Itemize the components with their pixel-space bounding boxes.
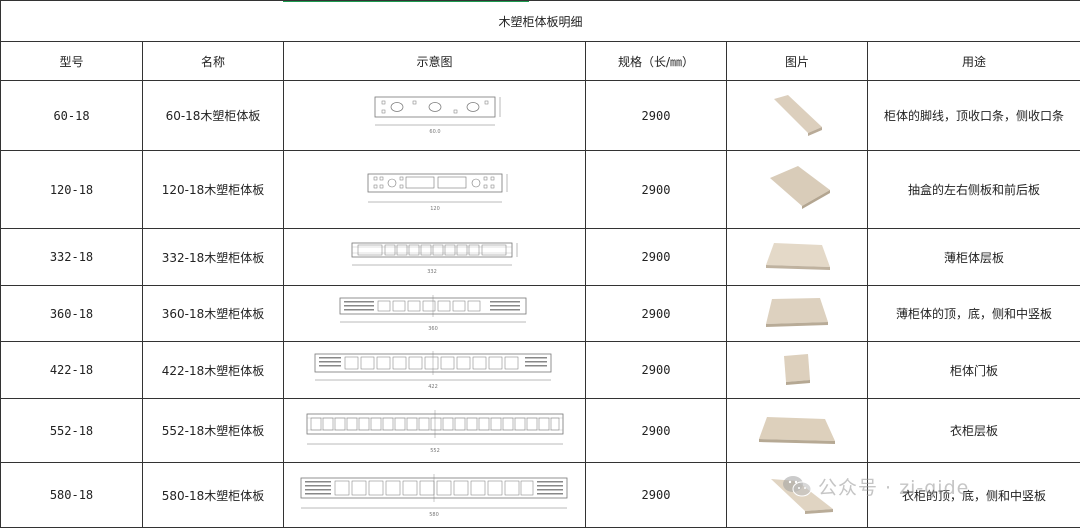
header-name: 名称 (142, 41, 284, 81)
photo-cell (726, 462, 868, 528)
usage-cell: 衣柜层板 (866, 398, 1080, 463)
profile-drawing: 422 (314, 351, 551, 390)
model-cell: 60-18 (0, 80, 143, 151)
model-cell: 332-18 (0, 228, 143, 286)
diagram-cell: 360 (283, 285, 586, 342)
usage-cell: 柜体的脚线，顶收口条，侧收口条 (866, 80, 1080, 151)
dimension-label: 120 (430, 206, 440, 212)
table-row: 422-18 422-18木塑柜体板 422 (0, 341, 1080, 399)
profile-drawing: 580 (300, 474, 567, 518)
usage-cell: 柜体门板 (866, 341, 1080, 399)
board-photo (766, 297, 828, 327)
model-cell: 422-18 (0, 341, 143, 399)
name-cell: 332-18木塑柜体板 (142, 228, 284, 286)
name-cell: 60-18木塑柜体板 (142, 80, 284, 151)
dimension-label: 360 (428, 326, 438, 332)
spec-cell: 2900 (585, 398, 727, 463)
dimension-label: 422 (428, 384, 438, 390)
table-row: 552-18 552-18木塑柜体板 (0, 398, 1080, 463)
table-row: 360-18 360-18木塑柜体板 360 2900 (0, 285, 1080, 342)
profile-drawing: 60.0 (374, 96, 500, 135)
table-row: 60-18 60-18木塑柜体板 60.0 2900 (0, 80, 1080, 151)
spec-cell: 2900 (585, 80, 727, 151)
board-photo (766, 243, 830, 270)
model-cell: 580-18 (0, 462, 143, 528)
name-cell: 120-18木塑柜体板 (142, 150, 284, 229)
board-photo (774, 94, 822, 136)
table-title: 木塑柜体板明细 (0, 0, 1080, 42)
diagram-cell: 422 (283, 341, 586, 399)
diagram-cell: 552 (283, 398, 586, 463)
spec-cell: 2900 (585, 228, 727, 286)
diagram-cell: 120 (283, 150, 586, 229)
header-model: 型号 (0, 41, 143, 81)
diagram-cell: 580 (283, 462, 586, 528)
usage-cell: 衣柜的顶，底，侧和中竖板 (866, 462, 1080, 528)
diagram-cell: 60.0 (283, 80, 586, 151)
usage-cell: 薄柜体的顶，底，侧和中竖板 (866, 285, 1080, 342)
board-photo (784, 354, 810, 385)
dimension-label: 60.0 (429, 129, 440, 135)
photo-cell (726, 80, 868, 151)
usage-cell: 薄柜体层板 (866, 228, 1080, 286)
model-cell: 360-18 (0, 285, 143, 342)
table-row: 580-18 580-18木塑柜体板 580 (0, 462, 1080, 528)
name-cell: 552-18木塑柜体板 (142, 398, 284, 463)
photo-cell (726, 398, 868, 463)
header-usage: 用途 (866, 41, 1080, 81)
photo-cell (726, 341, 868, 399)
usage-cell: 抽盒的左右侧板和前后板 (866, 150, 1080, 229)
model-cell: 552-18 (0, 398, 143, 463)
table-row: 332-18 332-18木塑柜体板 332 2900 (0, 228, 1080, 286)
header-diagram: 示意图 (283, 41, 586, 81)
dimension-label: 332 (427, 269, 437, 275)
board-photo (771, 479, 833, 514)
header-spec: 规格（长/㎜） (585, 41, 727, 81)
dimension-label: 552 (430, 448, 440, 454)
photo-cell (726, 285, 868, 342)
diagram-cell: 332 (283, 228, 586, 286)
board-photo (770, 165, 830, 209)
spec-cell: 2900 (585, 341, 727, 399)
profile-drawing: 120 (367, 173, 507, 212)
spec-cell: 2900 (585, 285, 727, 342)
dimension-label: 580 (429, 512, 439, 518)
header-row: 型号 名称 示意图 规格（长/㎜） 图片 用途 (0, 41, 1080, 81)
table-row: 120-18 120-18木塑柜体板 120 (0, 150, 1080, 229)
profile-drawing: 360 (339, 294, 526, 332)
profile-drawing: 332 (351, 242, 517, 275)
spec-cell: 2900 (585, 462, 727, 528)
model-cell: 120-18 (0, 150, 143, 229)
profile-drawing: 552 (306, 409, 563, 454)
board-photo (759, 416, 835, 444)
header-photo: 图片 (726, 41, 868, 81)
photo-cell (726, 150, 868, 229)
name-cell: 580-18木塑柜体板 (142, 462, 284, 528)
photo-cell (726, 228, 868, 286)
name-cell: 360-18木塑柜体板 (142, 285, 284, 342)
spec-cell: 2900 (585, 150, 727, 229)
name-cell: 422-18木塑柜体板 (142, 341, 284, 399)
